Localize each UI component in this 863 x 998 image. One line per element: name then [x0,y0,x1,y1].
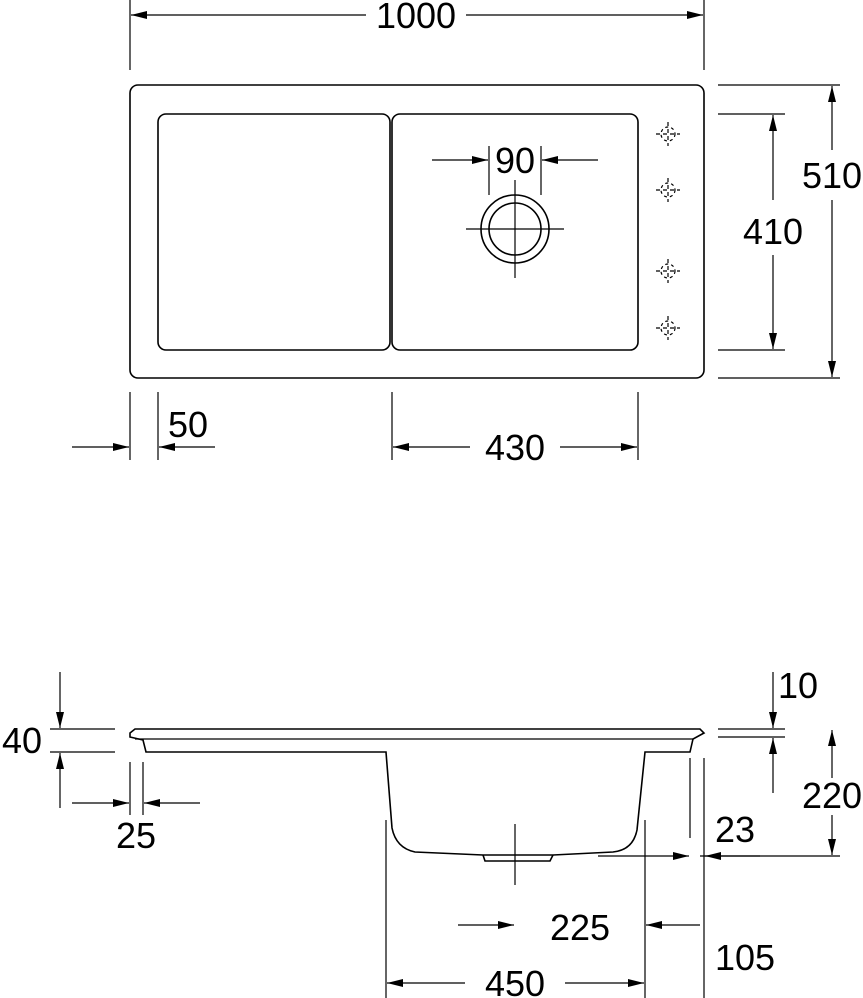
dimension-bowl-depth: 410 [718,113,803,351]
dimension-rim-thickness: 10 [718,665,818,793]
dimension-waste-offset: 225 [458,820,700,998]
section-view: 10 40 25 220 [2,665,862,998]
sink-section-outline [129,728,706,856]
dimension-bowl-width: 430 [391,392,639,468]
label-410: 410 [743,211,803,252]
dimension-right-offset: 105 [715,937,775,978]
label-23: 23 [715,809,755,850]
dimension-edge-offset: 23 [598,758,760,998]
dimension-waste-diameter: 90 [432,140,598,195]
waste-outlet [466,180,564,278]
bowl-area [391,113,639,351]
label-450: 450 [485,963,545,998]
label-430: 430 [485,427,545,468]
dimension-overall-width: 1000 [129,0,705,70]
tap-hole-marker [656,122,680,146]
label-1000: 1000 [376,0,456,36]
dimension-left-margin: 50 [72,392,215,460]
dimension-drainer-edge: 25 [72,762,200,856]
label-40: 40 [2,720,42,761]
label-225: 225 [550,907,610,948]
dimension-overall-depth: 510 [718,84,862,379]
label-90: 90 [495,140,535,181]
label-10: 10 [778,665,818,706]
label-105: 105 [715,937,775,978]
dimension-section-bowl-width: 450 [385,820,644,998]
label-510: 510 [802,155,862,196]
dimension-overall-height: 40 [2,672,115,808]
plan-view: 1000 510 410 90 [72,0,862,468]
tap-hole-marker [656,259,680,283]
label-220: 220 [802,775,862,816]
sink-outline [129,84,705,379]
tap-hole-marker [656,178,680,202]
label-50: 50 [168,404,208,445]
label-25: 25 [116,815,156,856]
drainer-area [157,113,391,351]
dimension-bowl-height: 220 [700,730,862,857]
tap-hole-marker [656,316,680,340]
